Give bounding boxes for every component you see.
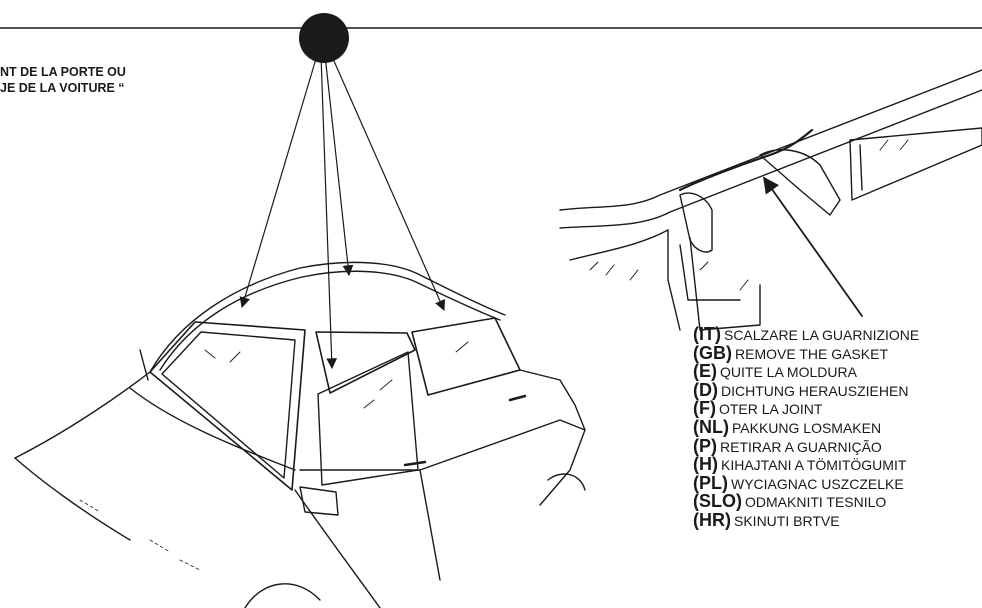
caption-line-2: JE DE LA VOITURE “: [0, 81, 125, 95]
instruction-text: QUITE LA MOLDURA: [720, 364, 857, 381]
instruction-text: KIHAJTANI A TÖMITÖGUMIT: [721, 457, 907, 474]
instruction-text: RETIRAR A GUARNIÇÃO: [720, 438, 882, 455]
caption-text: NT DE LA PORTE OU JE DE LA VOITURE “: [0, 64, 126, 96]
language-code: (GB): [693, 342, 732, 363]
instruction-text: ODMAKNITI TESNILO: [745, 494, 887, 511]
instruction-text: WYCIAGNAC USZCZELKE: [731, 475, 904, 492]
language-code: (PL): [693, 472, 728, 493]
instruction-slo: (SLO)ODMAKNITI TESNILO: [693, 492, 982, 511]
instruction-d: (D)DICHTUNG HERAUSZIEHEN: [693, 379, 982, 400]
language-code: (IT): [693, 325, 721, 344]
instruction-text: SCALZARE LA GUARNIZIONE: [723, 327, 920, 343]
car-drawing: [14, 261, 586, 608]
pointer-arrows: [239, 51, 446, 370]
instruction-list: (IT)SCALZARE LA GUARNIZIONE (GB)REMOVE T…: [693, 325, 982, 530]
instruction-hr: (HR)SKINUTI BRTVE: [693, 511, 982, 530]
instruction-f: (F)OTER LA JOINT: [693, 399, 982, 418]
language-code: (HR): [693, 509, 731, 530]
instruction-e: (E)QUITE LA MOLDURA: [693, 362, 982, 381]
instruction-text: PAKKUNG LOSMAKEN: [731, 419, 882, 436]
reference-dot: [299, 13, 349, 63]
language-code: (SLO): [693, 491, 742, 512]
instruction-text: SKINUTI BRTVE: [734, 512, 840, 529]
instruction-h: (H)KIHAJTANI A TÖMITÖGUMIT: [693, 455, 982, 474]
language-code: (NL): [693, 416, 729, 437]
caption-line-1: NT DE LA PORTE OU: [0, 65, 126, 79]
language-code: (D): [693, 379, 718, 400]
detail-drawing: [559, 69, 982, 331]
instruction-text: DICHTUNG HERAUSZIEHEN: [721, 382, 909, 399]
language-code: (H): [693, 454, 718, 475]
language-code: (F): [693, 398, 716, 419]
instruction-text: REMOVE THE GASKET: [735, 345, 888, 362]
instruction-text: OTER LA JOINT: [718, 401, 823, 418]
arrow-4: [329, 51, 446, 311]
instruction-nl: (NL)PAKKUNG LOSMAKEN: [693, 418, 982, 437]
language-code: (E): [693, 361, 717, 382]
arrow-2: [320, 54, 338, 370]
instruction-pl: (PL)WYCIAGNAC USZCZELKE: [693, 472, 982, 493]
instruction-gb: (GB)REMOVE THE GASKET: [693, 342, 982, 363]
instruction-p: (P)RETIRAR A GUARNIÇÃO: [693, 435, 982, 456]
instruction-it: (IT)SCALZARE LA GUARNIZIONE: [693, 325, 982, 344]
language-code: (P): [693, 435, 717, 456]
arrow-1: [239, 51, 319, 309]
arrow-3: [324, 54, 354, 277]
